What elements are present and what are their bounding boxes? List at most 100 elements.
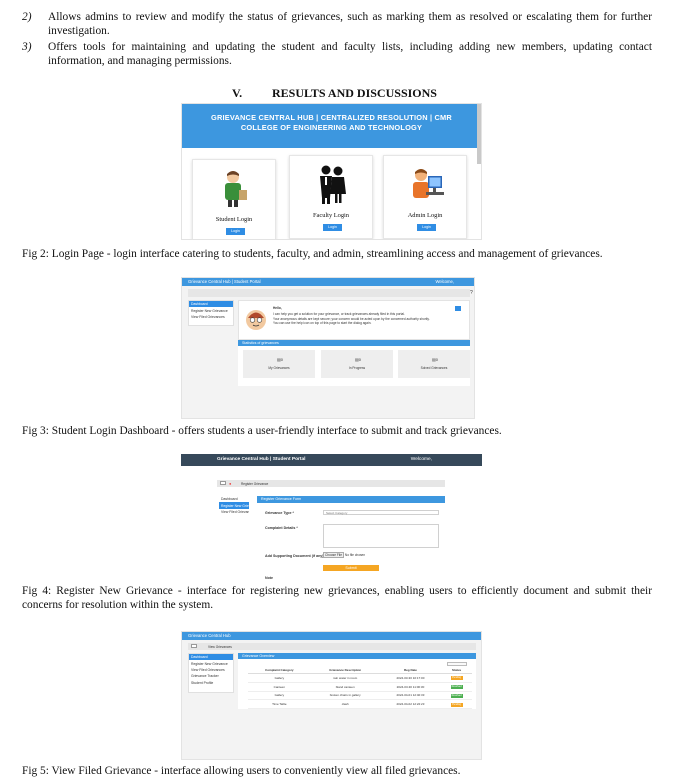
stat-label: In Progress <box>348 366 366 370</box>
overview-header: Grievance Overview <box>238 653 476 659</box>
faculty-login-card[interactable]: Faculty Login Login <box>289 155 373 239</box>
sidebar-item-dashboard[interactable]: Dashboard <box>189 654 233 661</box>
breadcrumb: ● Register Grievance <box>217 480 445 487</box>
stat-count: ▤0 <box>277 357 284 362</box>
portal-topbar: Grievance Central Hub | Student Portal W… <box>182 278 474 286</box>
column-header: Status <box>441 667 472 674</box>
category-cell: Gallery <box>248 673 311 683</box>
complaint-details-textarea[interactable] <box>323 524 439 548</box>
stats-header: Statistics of grievances <box>238 340 470 346</box>
portal-topbar: Grievance Central Hub | Student Portal W… <box>181 454 482 466</box>
sidebar-item-tracker[interactable]: Grievance Tracker <box>191 674 219 679</box>
stat-card[interactable]: ▤0 In Progress <box>321 350 393 378</box>
breadcrumb-current: View Grievances <box>208 644 232 649</box>
portal-topbar: Grievance Central Hub <box>182 632 481 640</box>
sidebar-item-profile[interactable]: Student Profile <box>191 680 214 685</box>
date-cell: 2024-04-02 12:22:23 <box>379 699 442 710</box>
document-label: Add Supporting Document (if any) <box>265 554 324 558</box>
description-cell: clash <box>310 699 380 710</box>
grievance-table: Complaint Category Grievance Description… <box>248 667 472 710</box>
welcome-text: Welcome, <box>435 279 454 284</box>
stat-card[interactable]: ▤0 Solved Grievances <box>398 350 470 378</box>
file-input[interactable]: Choose File No file chosen <box>323 552 366 558</box>
figure-caption: Fig 3: Student Login Dashboard - offers … <box>22 425 502 437</box>
table-row[interactable]: Gallery rain water in room 2024-03-30 10… <box>248 673 472 683</box>
category-cell: Gallery <box>248 691 311 701</box>
sidebar-item-dashboard[interactable]: Dashboard <box>221 497 238 502</box>
faculty-icon <box>320 165 346 204</box>
status-badge: Resolved <box>450 693 463 698</box>
card-label: Faculty Login <box>312 212 350 219</box>
close-button[interactable] <box>455 306 461 311</box>
figure-login-page: GRIEVANCE CENTRAL HUB | CENTRALIZED RESO… <box>181 103 482 240</box>
greeting-panel: Hello, I can help you get a solution for… <box>238 300 470 340</box>
card-label: Admin Login <box>407 212 443 219</box>
table-controls[interactable] <box>447 662 467 666</box>
hello-text: Hello, <box>273 306 282 310</box>
login-banner: GRIEVANCE CENTRAL HUB | CENTRALIZED RESO… <box>182 104 481 148</box>
intro-text: I can help you get a solution for your g… <box>273 312 430 325</box>
date-cell: 2024-03-30 11:00:30 <box>379 682 442 692</box>
card-label: Student Login <box>215 216 253 223</box>
admin-icon <box>413 169 444 198</box>
help-icon[interactable]: ? <box>470 290 473 296</box>
category-cell: Time Table <box>248 699 311 710</box>
figure-caption: Fig 5: View Filed Grievance - interface … <box>22 765 461 777</box>
sidebar: Dashboard Register New Grievance View Fi… <box>188 300 234 326</box>
sidebar-item-register[interactable]: Register New Grievance <box>191 308 228 313</box>
list-number: 2) <box>22 11 32 23</box>
note-label: Note <box>265 576 273 580</box>
stat-label: Solved Grievances <box>420 366 448 370</box>
column-header: Complaint Category <box>248 667 311 674</box>
student-login-button[interactable]: Login <box>226 228 245 235</box>
faculty-login-button[interactable]: Login <box>323 224 342 231</box>
submit-button[interactable]: Submit <box>323 565 379 571</box>
student-icon <box>225 171 247 207</box>
list-text: Allows admins to review and modify the s… <box>48 11 652 37</box>
table-header-row: Complaint Category Grievance Description… <box>248 667 472 674</box>
file-status: No file chosen <box>344 553 366 557</box>
portal-title: Grievance Central Hub <box>188 633 231 638</box>
breadcrumb: View Grievances <box>188 643 476 650</box>
sidebar-item-dashboard[interactable]: Dashboard <box>189 301 233 308</box>
figure-view-grievance: Grievance Central Hub View Grievances Da… <box>181 631 482 760</box>
portal-title: Grievance Central Hub | Student Portal <box>188 279 261 284</box>
status-badge: Resolved <box>450 685 463 690</box>
stat-card[interactable]: ▤0 My Grievances <box>243 350 315 378</box>
section-title: RESULTS AND DISCUSSIONS <box>272 86 437 100</box>
grievance-type-select[interactable]: Select Category <box>323 510 439 515</box>
figure-register-grievance: Grievance Central Hub | Student Portal W… <box>181 454 482 582</box>
stat-label: My Grievances <box>268 366 290 370</box>
home-icon: ● <box>229 480 232 486</box>
sidebar-item-register[interactable]: Register New Grievance <box>219 502 249 509</box>
chatbot-avatar-icon <box>246 310 266 330</box>
admin-login-button[interactable]: Login <box>417 224 436 231</box>
sidebar-item-view[interactable]: View Filed Grievances <box>191 314 225 319</box>
breadcrumb-current: Register Grievance <box>241 481 269 486</box>
table-row[interactable]: Canteen bland canteen 2024-03-30 11:00:3… <box>248 682 472 692</box>
scrollbar[interactable] <box>477 104 481 164</box>
portal-title: Grievance Central Hub | Student Portal <box>217 457 306 462</box>
admin-login-card[interactable]: Admin Login Login <box>383 155 467 239</box>
sidebar-item-register[interactable]: Register New Grievance <box>191 661 228 666</box>
list-number: 3) <box>22 41 32 53</box>
category-cell: Canteen <box>248 682 311 692</box>
figure-caption: Fig 4: Register New Grievance - interfac… <box>22 585 652 611</box>
description-cell: broken chairs in gallery <box>310 691 380 701</box>
table-row[interactable]: Gallery broken chairs in gallery 2024-04… <box>248 691 472 701</box>
column-header: Reg Date <box>379 667 442 674</box>
status-badge: Pending <box>450 676 463 681</box>
home-button[interactable] <box>220 481 226 485</box>
sidebar: Dashboard Register New Grievance View Fi… <box>188 653 234 693</box>
sidebar-item-view[interactable]: View Filed Grievances <box>191 667 225 672</box>
home-button[interactable] <box>191 644 197 648</box>
breadcrumb-bar <box>188 289 470 297</box>
sidebar-item-view[interactable]: View Filed Grievances <box>221 509 249 514</box>
grievance-type-label: Grievance Type * <box>265 511 294 515</box>
student-login-card[interactable]: Student Login Login <box>192 159 276 239</box>
description-cell: bland canteen <box>310 682 380 692</box>
stat-count: ▤0 <box>432 357 439 362</box>
table-row[interactable]: Time Table clash 2024-04-02 12:22:23 Pen… <box>248 699 472 710</box>
choose-file-button[interactable]: Choose File <box>323 552 345 558</box>
welcome-text: Welcome, <box>410 457 432 462</box>
